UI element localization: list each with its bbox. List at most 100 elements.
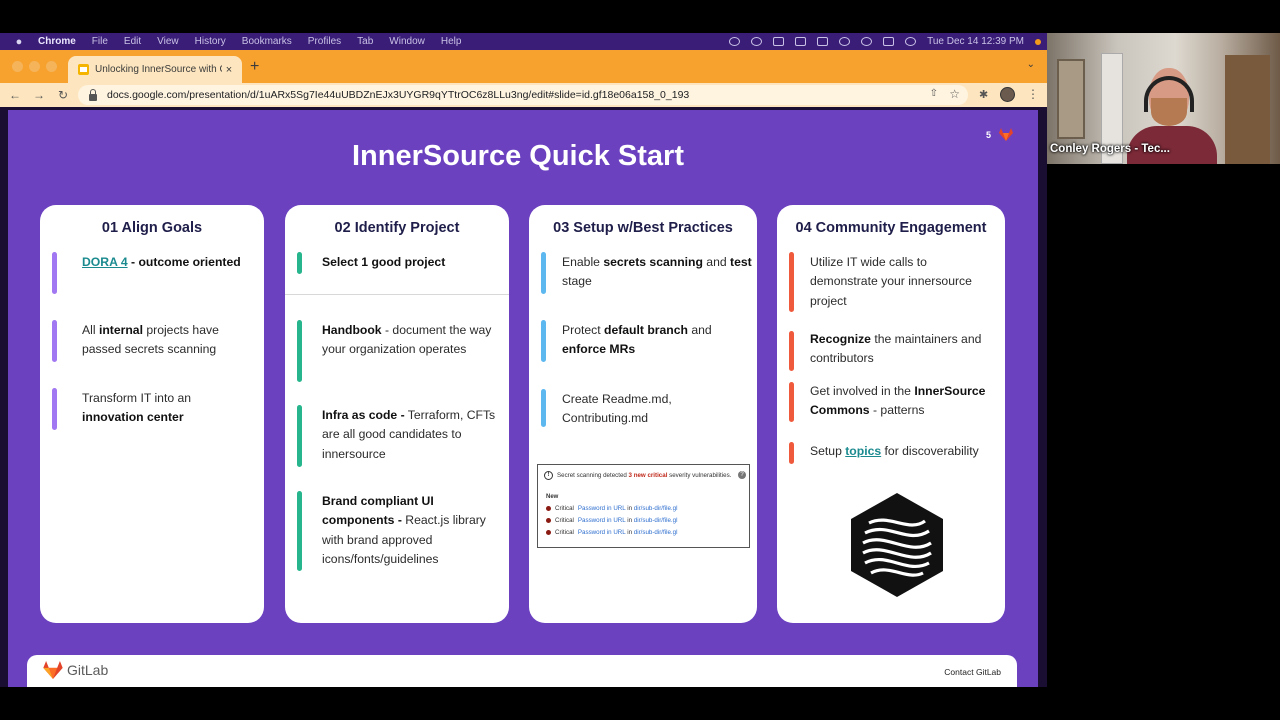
url-text: docs.google.com/presentation/d/1uARx5Sg7…	[107, 89, 690, 101]
menu-bookmarks[interactable]: Bookmarks	[241, 36, 292, 47]
browser-tab[interactable]: Unlocking InnerSource with Gi ×	[68, 56, 242, 83]
menu-help[interactable]: Help	[440, 36, 462, 47]
menu-history[interactable]: History	[194, 36, 226, 47]
bullet-text: Create Readme.md, Contributing.md	[562, 390, 692, 429]
menu-window[interactable]: Window	[389, 36, 425, 47]
spotlight-icon[interactable]	[861, 37, 873, 46]
close-window-icon[interactable]	[12, 61, 23, 72]
gitlab-brand: GitLab	[43, 661, 108, 679]
status-icon-cast[interactable]	[773, 37, 785, 46]
control-center-icon[interactable]	[883, 37, 895, 46]
recording-indicator-icon	[1035, 38, 1041, 45]
tab-search-icon[interactable]: ⌄	[1026, 59, 1035, 70]
menu-edit[interactable]: Edit	[123, 36, 142, 47]
bullet-middle: and	[702, 255, 731, 269]
menu-view[interactable]: View	[157, 36, 179, 47]
bullet-marker	[789, 252, 794, 312]
bullet-bold: default branch	[604, 323, 688, 337]
wifi-icon[interactable]	[839, 37, 851, 46]
card-title: 03 Setup w/Best Practices	[553, 220, 733, 236]
bullet-text: Select 1 good project	[322, 253, 502, 272]
lock-icon[interactable]	[89, 88, 97, 101]
menu-clock[interactable]: Tue Dec 14 12:39 PM	[927, 36, 1024, 47]
bookmark-star-icon[interactable]: ☆	[949, 87, 960, 101]
bullet-text: Enable secrets scanning and test stage	[562, 253, 752, 292]
contact-gitlab-link[interactable]: Contact GitLab	[944, 667, 1001, 677]
card-best-practices: 03 Setup w/Best Practices Enable secrets…	[529, 205, 757, 623]
forward-icon[interactable]: →	[33, 88, 45, 102]
battery-icon[interactable]	[817, 37, 829, 46]
browser-tab-strip: Unlocking InnerSource with Gi × + ⌄	[0, 50, 1047, 83]
card-identify-project: 02 Identify Project Select 1 good projec…	[285, 205, 509, 623]
card-align-goals: 01 Align Goals DORA 4 - outcome oriented…	[40, 205, 264, 623]
bullet-marker	[52, 388, 57, 430]
address-bar[interactable]: docs.google.com/presentation/d/1uARx5Sg7…	[78, 85, 968, 105]
siri-icon[interactable]	[905, 37, 917, 46]
menu-tab[interactable]: Tab	[357, 36, 374, 47]
bullet-body: Create Readme.md, Contributing.md	[562, 392, 672, 426]
card-community-engagement: 04 Community Engagement Utilize IT wide …	[777, 205, 1005, 623]
divider	[285, 294, 509, 295]
status-area: Tue Dec 14 12:39 PM	[729, 33, 1041, 50]
bullet-body: Terraform, CFTs are all good candidates …	[322, 408, 496, 461]
critical-severity-icon	[546, 518, 551, 523]
new-tab-button[interactable]: +	[250, 58, 260, 75]
severity-label: Critical	[555, 505, 574, 512]
bullet-prefix: Get involved in the	[810, 384, 915, 398]
apple-icon[interactable]: ●	[15, 35, 23, 48]
presentation-slide: InnerSource Quick Start 5 01 Align Goals…	[8, 110, 1038, 687]
reload-icon[interactable]: ↻	[57, 88, 69, 102]
gitlab-fox-icon	[43, 661, 63, 679]
finding-row: Critical Password in URL in dir/sub-dir/…	[546, 505, 677, 512]
card-title: 04 Community Engagement	[795, 220, 987, 236]
warning-icon: !	[544, 471, 553, 480]
alert-header: ! Secret scanning detected 3 new critica…	[544, 471, 731, 480]
bullet-marker	[541, 252, 546, 294]
menu-app-name[interactable]: Chrome	[38, 36, 76, 47]
bullet-prefix: Setup	[810, 444, 846, 458]
minimize-window-icon[interactable]	[29, 61, 40, 72]
bullet-marker	[297, 491, 302, 571]
bullet-text: Setup topics for discoverability	[810, 442, 995, 461]
finding-row: Critical Password in URL in dir/sub-dir/…	[546, 529, 677, 536]
alert-text: Secret scanning detected 3 new critical …	[557, 472, 732, 479]
bullet-marker	[52, 252, 57, 294]
bullet-bold: Recognize	[810, 332, 871, 346]
zoom-window-icon[interactable]	[46, 61, 57, 72]
tab-title: Unlocking InnerSource with Gi	[95, 64, 222, 75]
back-icon[interactable]: ←	[9, 88, 21, 102]
bullet-marker	[541, 320, 546, 362]
background-shelf	[1225, 55, 1270, 164]
extensions-icon[interactable]: ✱	[979, 89, 989, 101]
status-icon-audio[interactable]	[795, 37, 807, 46]
bullet-text: DORA 4 - outcome oriented	[82, 253, 252, 272]
browser-toolbar: ← → ↻ docs.google.com/presentation/d/1uA…	[0, 83, 1047, 107]
bullet-body: for discoverability	[881, 444, 979, 458]
topics-link[interactable]: topics	[845, 444, 882, 458]
severity-label: Critical	[555, 517, 574, 524]
file-path-link: dir/sub-dir/file.gl	[633, 505, 678, 512]
gitlab-wordmark: GitLab	[67, 662, 109, 678]
tab-close-icon[interactable]: ×	[225, 63, 233, 76]
bullet-bold: Brand compliant UI components -	[322, 494, 434, 528]
status-icon-cloud[interactable]	[729, 37, 741, 46]
bullet-marker	[789, 442, 794, 464]
headset-icon	[1144, 76, 1194, 112]
chrome-menu-icon[interactable]: ⋮	[1027, 87, 1039, 101]
bullet-marker	[541, 389, 546, 427]
dora-link[interactable]: DORA 4	[82, 255, 128, 269]
webcam-video	[1047, 33, 1280, 164]
bullet-text: All internal projects have passed secret…	[82, 321, 252, 360]
bullet-body: - document the way your organization ope…	[322, 323, 492, 357]
menu-profiles[interactable]: Profiles	[307, 36, 342, 47]
bullet-text: Handbook - document the way your organiz…	[322, 321, 502, 360]
bullet-bold: test	[730, 255, 752, 269]
share-icon[interactable]: ⇧	[929, 88, 938, 99]
bullet-body: React.js library with brand approved ico…	[322, 513, 486, 566]
status-icon-circle[interactable]	[751, 37, 763, 46]
bullet-bold: Select 1 good project	[322, 255, 446, 269]
background-door	[1101, 53, 1123, 164]
menu-file[interactable]: File	[91, 36, 108, 47]
profile-avatar[interactable]	[1000, 87, 1015, 102]
